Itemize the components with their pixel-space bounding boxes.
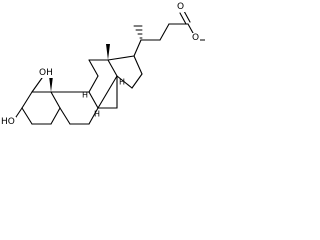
stereo-bonds xyxy=(49,25,143,92)
bond-c24-oester xyxy=(187,23,194,34)
bond-c2-c3 xyxy=(21,107,33,125)
bond-c13-c14 xyxy=(107,59,118,77)
wedge-c10-methyl xyxy=(49,76,53,92)
bond-c17-c16 xyxy=(133,55,143,75)
hash-c20-methyl xyxy=(133,25,143,39)
label-o-carbonyl: O xyxy=(177,2,184,12)
bond-c24-ocarbonyl-1 xyxy=(179,12,187,25)
label-h-c14: H xyxy=(119,78,125,87)
bond-c15-c14 xyxy=(116,75,133,89)
bond-c1-oh xyxy=(31,77,43,93)
bond-c11-c12 xyxy=(88,59,99,77)
bond-c5-c10 xyxy=(50,91,61,109)
bond-c22-c23 xyxy=(159,23,170,41)
bond-c7-c8 xyxy=(88,107,99,125)
atom-labels: OH HO O O H H H xyxy=(0,2,200,127)
molecule-structure: OH HO O O H H H xyxy=(0,2,205,127)
bond-c8-c9 xyxy=(88,91,99,109)
bond-c16-c15 xyxy=(131,73,143,89)
label-oh-top: OH xyxy=(39,68,53,78)
bond-c13-c17 xyxy=(107,55,135,61)
label-h-c9: H xyxy=(82,91,88,100)
bond-c1-c2 xyxy=(21,91,33,109)
label-h-c8: H xyxy=(94,110,100,119)
wedge-c13-methyl xyxy=(106,44,110,60)
bond-c17-c20 xyxy=(133,39,142,57)
bond-c14-c8 xyxy=(97,75,118,109)
skeletal-bonds xyxy=(13,10,205,125)
bond-c4-c5 xyxy=(50,107,61,125)
bond-c5-c6 xyxy=(59,107,71,125)
label-o-ester: O xyxy=(192,33,199,43)
label-ho-bottom: HO xyxy=(1,117,15,127)
bond-c24-ocarbonyl-2 xyxy=(183,10,191,23)
bond-c9-c11 xyxy=(88,75,99,93)
